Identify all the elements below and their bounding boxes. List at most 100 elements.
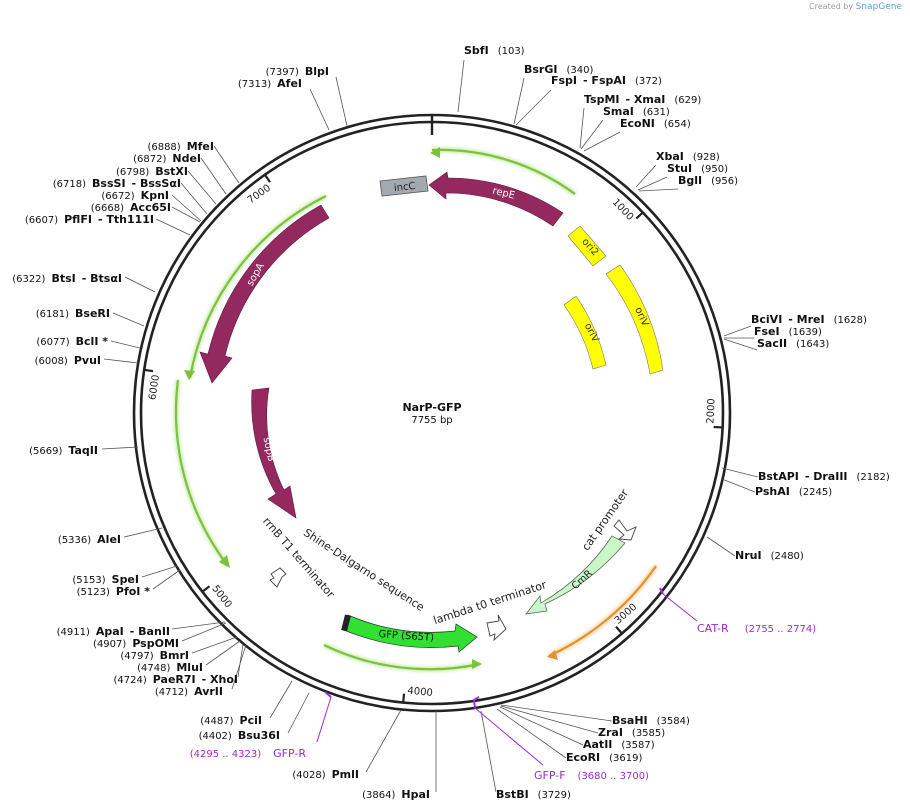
enzyme-label-afei[interactable]: (7313)AfeI (238, 77, 302, 90)
enzyme-label-smai[interactable]: SmaI(631) (603, 105, 670, 118)
enzyme-label-mfei[interactable]: (6888)MfeI (147, 140, 214, 153)
enzyme-label-bstapi[interactable]: BstAPI- DraIII(2182) (758, 470, 890, 483)
feature-incc[interactable] (379, 175, 429, 197)
enzyme-position: (4487) (200, 716, 233, 727)
enzyme-label-bsrgi[interactable]: BsrGI(340) (524, 63, 593, 76)
enzyme-position: (4907) (93, 639, 126, 650)
feature-oriv-outer[interactable] (605, 264, 664, 375)
feature-incc-label: incC (393, 181, 416, 194)
enzyme-position: (950) (701, 164, 728, 175)
enzyme-label-xbai[interactable]: XbaI(928) (656, 150, 720, 163)
enzyme-label-taqii[interactable]: (5669)TaqII (29, 444, 98, 457)
enzyme-label-stui[interactable]: StuI (950) (667, 162, 728, 175)
enzyme-label-ecori[interactable]: EcoRI(3619) (566, 751, 643, 764)
enzyme-name: BsaHI (612, 714, 648, 727)
enzyme-leader-afei (309, 88, 330, 131)
feature-cat-promoter[interactable] (613, 519, 637, 541)
feature-repe[interactable] (428, 171, 564, 227)
enzyme-label-acc65i[interactable]: (6668)Acc65I (91, 201, 171, 214)
feature-cmr[interactable] (525, 535, 626, 615)
enzyme-name: AleI (97, 533, 121, 546)
enzyme-name: BseRI (75, 307, 110, 320)
enzyme-leader-spei (141, 565, 178, 578)
enzyme-position: (1643) (796, 339, 829, 350)
enzyme-leader-sbfi (457, 59, 465, 113)
enzyme-label-avrii[interactable]: (4712)AvrII (155, 685, 223, 698)
enzyme-label-kpni[interactable]: (6672)KpnI (101, 189, 169, 202)
enzyme-label-alei[interactable]: (5336)AleI (58, 533, 121, 546)
enzyme-label-bstxi[interactable]: (6798)BstXI (116, 165, 188, 178)
enzyme-label-pspomi[interactable]: (4907)PspOMI (93, 637, 179, 650)
enzyme-label-pcii[interactable]: (4487)PciI (200, 714, 262, 727)
enzyme-position: (3729) (538, 790, 571, 801)
feature-oriv-inner[interactable] (563, 295, 607, 370)
enzyme-label-blpi[interactable]: (7397)BlpI (266, 65, 329, 78)
enzyme-label-bcli[interactable]: (6077)BclI * (36, 335, 108, 348)
enzyme-name: HpaI (401, 788, 430, 801)
enzyme-label-bcivi[interactable]: BciVI- MreI(1628) (751, 313, 867, 326)
enzyme-label-mlui[interactable]: (4748)MluI (137, 661, 203, 674)
feature-gfp[interactable] (343, 614, 478, 653)
enzyme-label-bsahi[interactable]: BsaHI(3584) (612, 714, 690, 727)
enzyme-position: (6798) (116, 167, 149, 178)
primer-cat-r-leader (662, 593, 698, 622)
enzyme-leader-stui (637, 176, 668, 191)
enzyme-label-sacii[interactable]: SacII(1643) (757, 337, 829, 350)
enzyme-label-pfoi[interactable]: (5123)PfoI * (77, 585, 151, 598)
plasmid-length: 7755 bp (411, 415, 452, 426)
enzyme-name: BglI (678, 174, 702, 187)
enzyme-name: SmaI (603, 105, 634, 118)
enzyme-label-bstbi[interactable]: BstBI (3729) (496, 788, 571, 801)
feature-sopb[interactable] (251, 387, 297, 519)
enzyme-label-bsssi[interactable]: (6718)BssSI- BssSαI (53, 177, 181, 190)
enzyme-name: - BanII (130, 625, 170, 638)
feature-sopa[interactable] (199, 204, 330, 384)
enzyme-leader-bsahi (500, 704, 613, 722)
feature-rrnb-t1[interactable] (269, 567, 287, 588)
enzyme-position: (6888) (147, 142, 180, 153)
enzyme-name: PfoI * (116, 585, 150, 598)
enzyme-label-pshai[interactable]: PshAI(2245) (755, 485, 832, 498)
enzyme-label-bsu36i[interactable]: (4402)Bsu36I (199, 729, 280, 742)
enzyme-position: (6672) (101, 191, 134, 202)
enzyme-name: - DraIII (805, 470, 848, 483)
enzyme-position: (1639) (789, 327, 822, 338)
enzyme-leader-kpni (171, 194, 202, 222)
enzyme-label-bseri[interactable]: (6181)BseRI (36, 307, 110, 320)
enzyme-label-bmri[interactable]: (4797)BmrI (120, 649, 189, 662)
feature-lambda-t0-label: lambda t0 terminator (432, 578, 549, 627)
enzyme-label-nrui[interactable]: NruI(2480) (735, 549, 804, 562)
enzyme-label-btsi[interactable]: (6322)BtsI- BtsαI (12, 272, 122, 285)
primer-cat-r-label: CAT-R(2755 .. 2774) (697, 622, 816, 635)
enzyme-label-sbfi[interactable]: SbfI(103) (464, 44, 525, 57)
feature-sopb-label: sopB (261, 436, 277, 462)
enzyme-label-fsei[interactable]: FseI(1639) (754, 325, 822, 338)
enzyme-label-apai[interactable]: (4911)ApaI- BanII (57, 625, 170, 638)
enzyme-label-zrai[interactable]: ZraI(3585) (598, 726, 665, 739)
enzyme-label-aatii[interactable]: AatII(3587) (583, 738, 655, 751)
feature-lambda-t0[interactable] (486, 614, 507, 642)
enzyme-name: - BtsαI (82, 272, 122, 285)
enzyme-label-spei[interactable]: (5153)SpeI (72, 573, 139, 586)
enzyme-leader-paer7i (237, 643, 244, 678)
enzyme-name: ZraI (598, 726, 623, 739)
enzyme-label-paer7i[interactable]: (4724)PaeR7I- XhoI (114, 673, 239, 686)
enzyme-leader-pshai (721, 478, 756, 493)
enzyme-label-ndei[interactable]: (6872)NdeI (133, 152, 201, 165)
enzyme-label-fspi[interactable]: FspI- FspAI(372) (551, 74, 662, 87)
enzyme-leader-taqii (101, 446, 139, 450)
feature-repe-label: repE (491, 185, 516, 201)
enzyme-leader-aatii (499, 706, 584, 746)
enzyme-name: StuI (667, 162, 692, 175)
enzyme-label-pvui[interactable]: (6008)PvuI (35, 354, 101, 367)
enzyme-label-pflfi[interactable]: (6607)PflFI- Tth111I (25, 213, 154, 226)
feature-ori2[interactable] (567, 225, 607, 267)
enzyme-position: (2245) (799, 487, 832, 498)
enzyme-label-economi[interactable]: EcoNI(654) (620, 117, 691, 130)
enzyme-label-tspmi[interactable]: TspMI- XmaI(629) (584, 93, 701, 106)
enzyme-name: BstBI (496, 788, 529, 801)
enzyme-position: (6322) (12, 274, 45, 285)
enzyme-label-hpai[interactable]: (3864)HpaI (362, 788, 430, 801)
enzyme-label-bgli[interactable]: BglI(956) (678, 174, 738, 187)
enzyme-label-pmli[interactable]: (4028)PmlI (292, 768, 359, 781)
